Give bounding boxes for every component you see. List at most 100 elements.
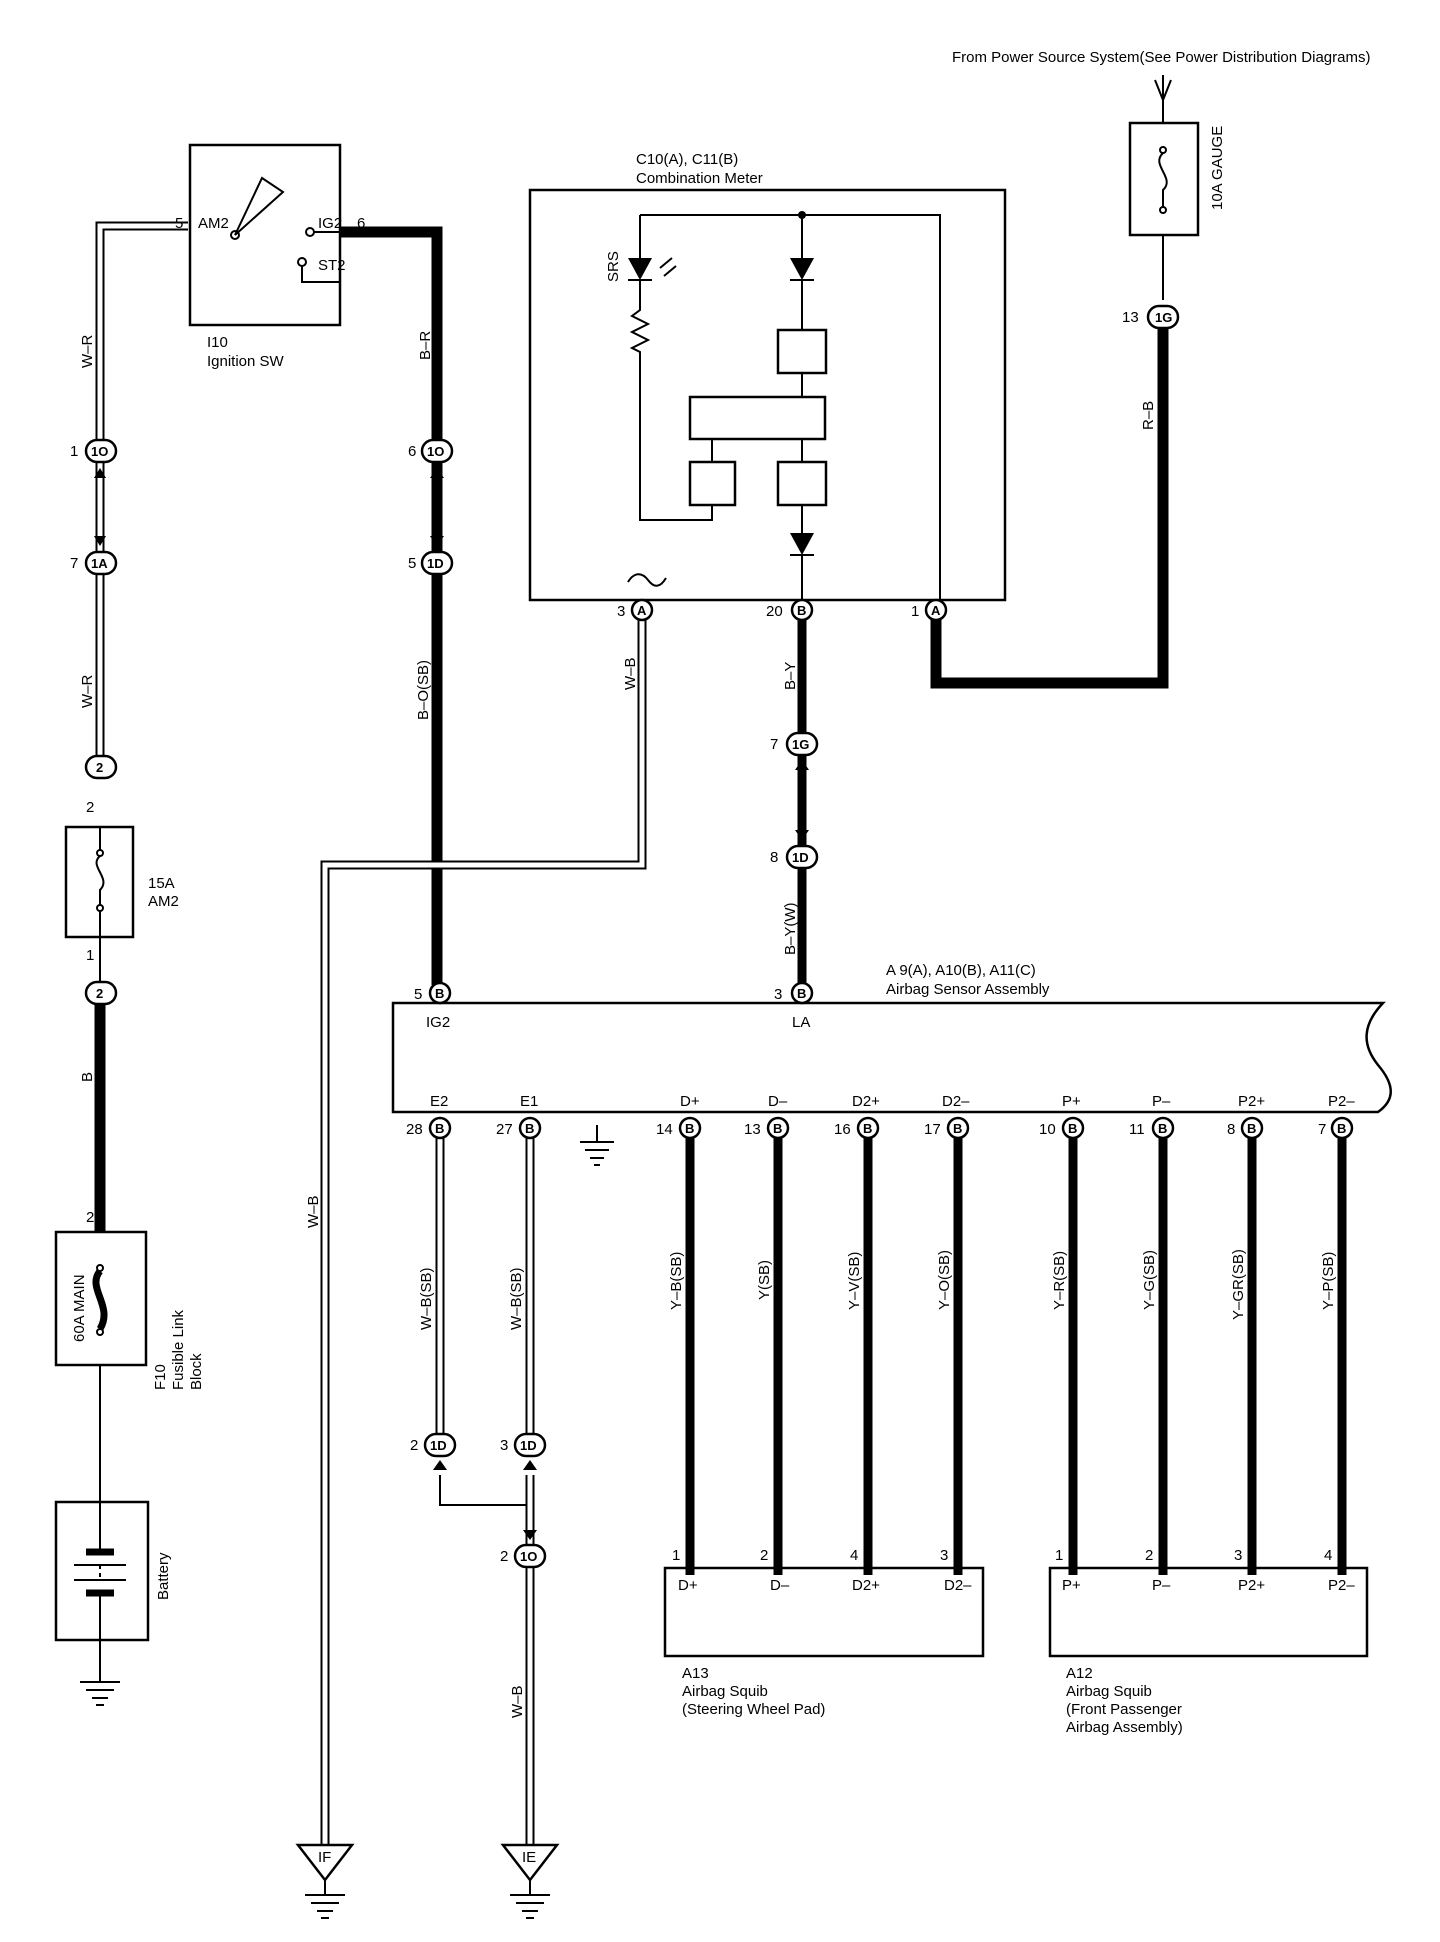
wire-color-label: W–B(SB) — [508, 1267, 525, 1330]
connector-id: 1D — [427, 556, 444, 571]
connector-id: 1A — [91, 556, 108, 571]
connector-id: 1G — [1155, 310, 1172, 325]
battery-ground — [80, 1681, 120, 1706]
ground-label: IE — [522, 1849, 536, 1866]
component-name: Airbag Squib — [1066, 1683, 1152, 1700]
component-name: (Steering Wheel Pad) — [682, 1701, 825, 1718]
wire-r-b — [930, 325, 1169, 689]
component-code: C10(A), C11(B) — [636, 151, 738, 168]
connector-id: 1D — [430, 1438, 447, 1453]
terminal-label: P– — [1152, 1577, 1171, 1594]
component-name: Block — [188, 1353, 205, 1390]
terminal-label: P– — [1152, 1093, 1171, 1110]
ignition-switch — [188, 143, 342, 327]
connector-id: 1D — [520, 1438, 537, 1453]
component-code: A12 — [1066, 1665, 1093, 1682]
wire-color-label: W–B(SB) — [418, 1267, 435, 1330]
fuse-amp: 15A — [148, 875, 175, 892]
sensor-wire-labels: W–B(SB) W–B(SB) Y–B(SB) Y(SB) Y–V(SB) Y–… — [418, 1249, 1337, 1330]
pin-label: 4 — [850, 1547, 858, 1564]
fuse-gauge-label: 10A GAUGE — [1209, 126, 1226, 210]
sensor-bottom-pins: 28 B 27 B 14 B 13 B 16 B 17 B 10 B 11 B … — [406, 1121, 1346, 1138]
pin-label: 7 — [1318, 1121, 1326, 1138]
wire-color-label: Y–O(SB) — [936, 1250, 953, 1310]
pin-label: 20 — [766, 603, 783, 620]
pin-label: 2 — [760, 1547, 768, 1564]
pin-label: 13 — [744, 1121, 761, 1138]
component-code: A 9(A), A10(B), A11(C) — [886, 962, 1036, 979]
pin-label: 8 — [770, 849, 778, 866]
squib-passenger-box — [1048, 1566, 1369, 1658]
pin-label: 2 — [410, 1437, 418, 1454]
power-source-note: From Power Source System(See Power Distr… — [952, 49, 1370, 66]
terminal-label: D– — [768, 1093, 788, 1110]
pin-label: 7 — [70, 555, 78, 572]
fuse-name: AM2 — [148, 893, 179, 910]
terminal-label: D+ — [680, 1093, 700, 1110]
connector-id: 1O — [427, 444, 444, 459]
pin-label: 1 — [70, 443, 78, 460]
wire-color-label: B–Y(W) — [782, 902, 799, 955]
terminal-label: P+ — [1062, 1093, 1081, 1110]
connector-id: A — [637, 603, 647, 618]
fuse-pin: 2 — [86, 1209, 94, 1226]
pin-label: 2 — [1145, 1547, 1153, 1564]
pin-label: 1 — [672, 1547, 680, 1564]
connector-id: B — [863, 1121, 872, 1136]
component-name: Fusible Link — [170, 1309, 187, 1390]
connector-id: B — [797, 603, 806, 618]
pin-label: 17 — [924, 1121, 941, 1138]
pin-label: 11 — [1129, 1121, 1145, 1138]
connector-id: 1O — [91, 444, 108, 459]
connector-id: 1O — [520, 1549, 537, 1564]
ground-ie — [500, 1843, 560, 1919]
wire-color-label: B–Y — [782, 662, 799, 690]
pin-label: 13 — [1122, 309, 1139, 326]
connector-id: B — [1158, 1121, 1167, 1136]
connector-id: 1G — [792, 737, 809, 752]
component-name: (Front Passenger — [1066, 1701, 1182, 1718]
pin-label: 7 — [770, 736, 778, 753]
ground-label: IF — [318, 1849, 331, 1866]
pin-label: 6 — [408, 443, 416, 460]
terminal-label: IG2 — [318, 215, 342, 232]
terminal-label: D2+ — [852, 1093, 880, 1110]
wire-color-label: B — [79, 1072, 96, 1082]
wire-color-label: B–R — [417, 331, 434, 360]
wire-w-r — [95, 221, 188, 765]
connector-id: B — [797, 986, 806, 1001]
pin-label: 5 — [414, 986, 422, 1003]
squib-driver-labels: 1 2 4 3 D+ D– D2+ D2– A13 Airbag Squib (… — [672, 1547, 972, 1718]
pin-label: 3 — [500, 1437, 508, 1454]
wire-w-b-if — [320, 620, 647, 1845]
component-code: I10 — [207, 334, 228, 351]
pin-label: 14 — [656, 1121, 673, 1138]
wire-color-label: W–R — [79, 335, 96, 369]
pin-label: 28 — [406, 1121, 423, 1138]
pin-label: 2 — [500, 1548, 508, 1565]
connector-id: 2 — [96, 760, 103, 775]
wire-color-label: B–O(SB) — [415, 660, 432, 720]
fuse-pin: 2 — [86, 799, 94, 816]
component-code: A13 — [682, 1665, 709, 1682]
pin-label: 10 — [1039, 1121, 1056, 1138]
pin-label: 27 — [496, 1121, 513, 1138]
terminal-label: D2+ — [852, 1577, 880, 1594]
pin-label: 16 — [834, 1121, 851, 1138]
wire-color-label: Y(SB) — [756, 1260, 773, 1300]
pin-label: 1 — [1055, 1547, 1063, 1564]
terminal-label: D2– — [944, 1577, 972, 1594]
wire-color-label: Y–V(SB) — [846, 1252, 863, 1310]
fuse-am2 — [64, 825, 135, 940]
terminal-label: IG2 — [426, 1014, 450, 1031]
component-name: Airbag Assembly) — [1066, 1719, 1183, 1736]
terminal-label: P2– — [1328, 1093, 1355, 1110]
terminal-label: LA — [792, 1014, 810, 1031]
fuse-pin: 1 — [86, 947, 94, 964]
component-name: Combination Meter — [636, 170, 763, 187]
pin-label: 5 — [175, 215, 183, 232]
wire-color-label: Y–G(SB) — [1141, 1250, 1158, 1310]
squib-driver-box — [663, 1566, 985, 1658]
fuse-gauge — [1128, 121, 1200, 237]
ground-if — [295, 1843, 355, 1919]
